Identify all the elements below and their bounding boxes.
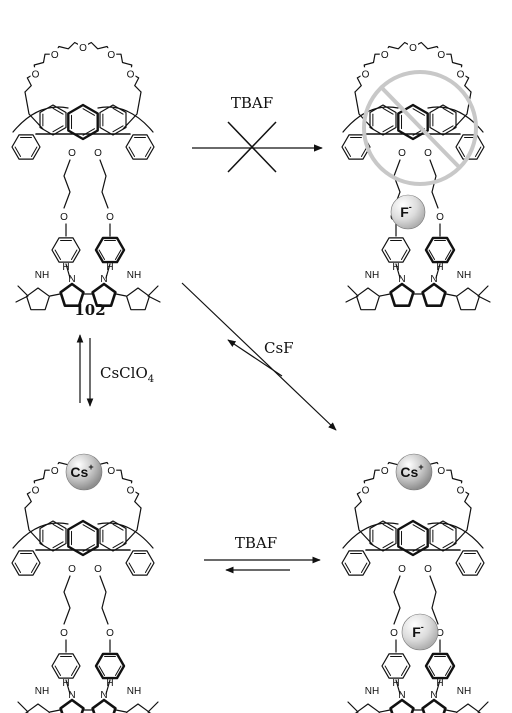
- bottom-equilibrium-arrows: TBAF: [204, 534, 321, 574]
- pyrrole-nitrogen: N: [398, 274, 405, 285]
- molecule-ion-pair-bound: OOOOOOOOONNNHNHHHCs+F-: [341, 453, 489, 713]
- crown-oxygen: O: [457, 485, 465, 496]
- crown-oxygen: O: [457, 69, 465, 80]
- pyrrole-nh: NH: [457, 686, 471, 697]
- calix-oxygen: O: [424, 148, 432, 159]
- ether-oxygen: O: [106, 628, 114, 639]
- crown-oxygen: O: [437, 50, 445, 61]
- crown-oxygen: O: [51, 466, 59, 477]
- pyrrole-nitrogen: N: [430, 274, 437, 285]
- molecule-fluoride-bound: OOOOOOOOONNNHNHHHF-: [341, 41, 491, 311]
- crown-oxygen: O: [381, 466, 389, 477]
- pyrrole-nitrogen: N: [430, 690, 437, 701]
- crown-oxygen: O: [127, 69, 135, 80]
- crown-oxygen: O: [32, 485, 40, 496]
- left-equilibrium-arrows: CsClO4: [76, 334, 154, 407]
- ether-oxygen: O: [106, 212, 114, 223]
- pyrrole-nitrogen: N: [398, 690, 405, 701]
- crown-oxygen: O: [79, 43, 87, 54]
- pyrrole-nitrogen: N: [100, 274, 107, 285]
- crown-oxygen: O: [127, 485, 135, 496]
- pyrrole-h: H: [106, 262, 113, 273]
- pyrrole-nh: NH: [35, 686, 49, 697]
- cesium-ion: Cs+: [395, 453, 433, 491]
- pyrrole-nh: NH: [457, 270, 471, 281]
- crown-oxygen: O: [362, 485, 370, 496]
- ether-oxygen: O: [60, 628, 68, 639]
- ether-oxygen: O: [60, 212, 68, 223]
- crown-oxygen: O: [107, 50, 115, 61]
- pyrrole-h: H: [436, 678, 443, 689]
- pyrrole-h: H: [62, 678, 69, 689]
- fluoride-ion: F-: [390, 194, 426, 230]
- crown-oxygen: O: [51, 50, 59, 61]
- prohibition-sign: [362, 70, 478, 186]
- cesium-ion: Cs+: [65, 453, 103, 491]
- pyrrole-h: H: [62, 262, 69, 273]
- svg-text:Cs+: Cs+: [400, 462, 423, 480]
- top-arrow: TBAF: [192, 94, 323, 173]
- pyrrole-nh: NH: [365, 686, 379, 697]
- bottom-reagent-label: TBAF: [235, 534, 277, 552]
- pyrrole-h: H: [392, 678, 399, 689]
- svg-text:Cs+: Cs+: [70, 462, 93, 480]
- ether-oxygen: O: [436, 212, 444, 223]
- calix-oxygen: O: [398, 148, 406, 159]
- calix-oxygen: O: [398, 564, 406, 575]
- pyrrole-nitrogen: N: [68, 274, 75, 285]
- pyrrole-h: H: [392, 262, 399, 273]
- compound-number: 102: [74, 301, 105, 319]
- pyrrole-nitrogen: N: [100, 690, 107, 701]
- crown-oxygen: O: [32, 69, 40, 80]
- ether-oxygen: O: [390, 628, 398, 639]
- pyrrole-nh: NH: [127, 270, 141, 281]
- pyrrole-nh: NH: [35, 270, 49, 281]
- calix-oxygen: O: [68, 564, 76, 575]
- pyrrole-nh: NH: [365, 270, 379, 281]
- crown-oxygen: O: [381, 50, 389, 61]
- calix-oxygen: O: [68, 148, 76, 159]
- left-reagent-label: CsClO4: [100, 364, 154, 385]
- diagonal-equilibrium-arrows: CsF: [181, 282, 337, 431]
- ether-oxygen: O: [436, 628, 444, 639]
- calix-oxygen: O: [94, 148, 102, 159]
- svg-text:F-: F-: [400, 202, 412, 220]
- molecule-cesium-bound: OOOOOOOOONNNHNHHHCs+: [11, 453, 159, 713]
- crown-oxygen: O: [409, 43, 417, 54]
- fluoride-ion: F-: [401, 613, 439, 651]
- calix-oxygen: O: [424, 564, 432, 575]
- pyrrole-nh: NH: [127, 686, 141, 697]
- pyrrole-h: H: [106, 678, 113, 689]
- crown-oxygen: O: [437, 466, 445, 477]
- crown-oxygen: O: [362, 69, 370, 80]
- diagonal-reagent-label: CsF: [264, 339, 294, 357]
- top-reagent-label: TBAF: [231, 94, 273, 112]
- svg-text:F-: F-: [412, 622, 424, 640]
- pyrrole-h: H: [436, 262, 443, 273]
- calix-oxygen: O: [94, 564, 102, 575]
- pyrrole-nitrogen: N: [68, 690, 75, 701]
- crown-oxygen: O: [107, 466, 115, 477]
